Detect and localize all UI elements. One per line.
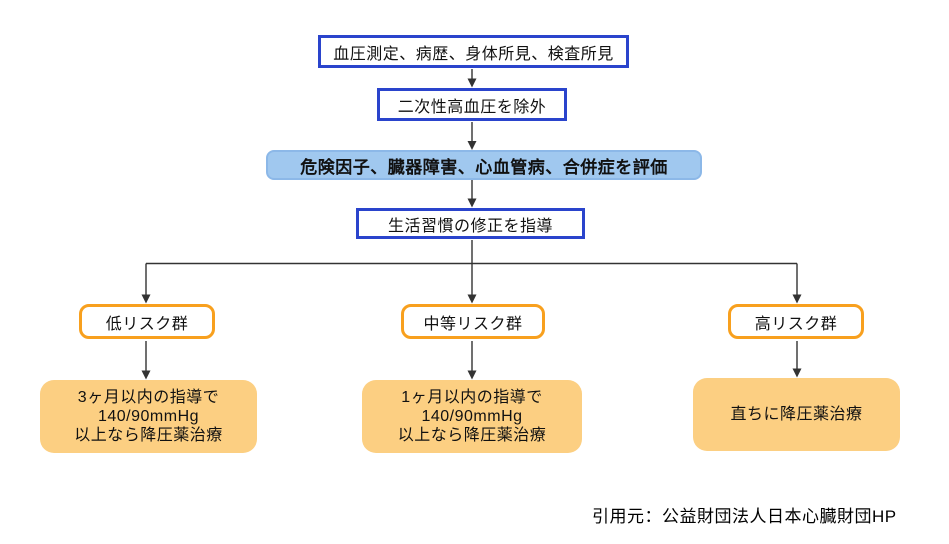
high-risk-action-line: 直ちに降圧薬治療 [730, 406, 863, 423]
high-risk-group-label: 高リスク群 [754, 315, 838, 333]
citation-text: 引用元：公益財団法人日本心臓財団HP [592, 507, 897, 526]
medium-risk-action-line: 1ヶ月以内の指導で [401, 389, 543, 406]
step-exclude-secondary-label: 二次性高血圧を除外 [397, 98, 547, 116]
low-risk-action-box: 3ヶ月以内の指導で 140/90mmHg 以上なら降圧薬治療 [40, 380, 257, 453]
step-exclude-secondary-box: 二次性高血圧を除外 [377, 88, 567, 121]
step-lifestyle-guidance-box: 生活習慣の修正を指導 [356, 208, 585, 239]
medium-risk-action-box: 1ヶ月以内の指導で 140/90mmHg 以上なら降圧薬治療 [362, 380, 582, 453]
step-evaluate-risk-box: 危険因子、臓器障害、心血管病、合併症を評価 [266, 150, 702, 180]
medium-risk-action-line: 以上なら降圧薬治療 [397, 427, 547, 444]
low-risk-group-box: 低リスク群 [79, 304, 215, 339]
low-risk-action-line: 3ヶ月以内の指導で [77, 389, 220, 406]
high-risk-group-box: 高リスク群 [728, 304, 864, 339]
medium-risk-group-box: 中等リスク群 [401, 304, 545, 339]
step-evaluate-risk-label: 危険因子、臓器障害、心血管病、合併症を評価 [300, 157, 668, 177]
low-risk-action-line: 以上なら降圧薬治療 [74, 427, 223, 444]
step-assessment-label: 血圧測定、病歴、身体所見、検査所見 [333, 45, 614, 63]
step-lifestyle-guidance-label: 生活習慣の修正を指導 [387, 217, 553, 235]
medium-risk-group-label: 中等リスク群 [423, 315, 523, 333]
low-risk-group-label: 低リスク群 [105, 315, 189, 333]
high-risk-action-box: 直ちに降圧薬治療 [693, 378, 900, 451]
low-risk-action-line: 140/90mmHg [97, 408, 200, 425]
step-assessment-box: 血圧測定、病歴、身体所見、検査所見 [318, 35, 629, 68]
medium-risk-action-line: 140/90mmHg [421, 408, 523, 425]
connector-lines [145, 69, 798, 371]
